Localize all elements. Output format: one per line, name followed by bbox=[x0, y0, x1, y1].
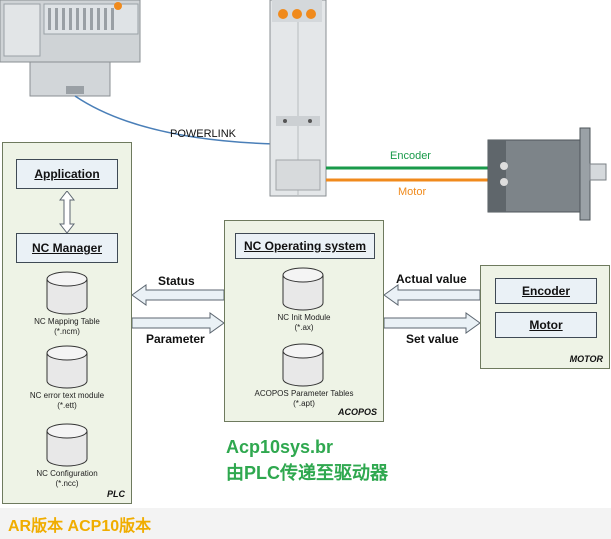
motor-box: Motor bbox=[495, 312, 597, 338]
database-icon bbox=[282, 267, 324, 311]
set-value-label: Set value bbox=[406, 332, 459, 346]
nc-operating-system-box: NC Operating system bbox=[235, 233, 375, 259]
set-value-arrow bbox=[383, 312, 481, 334]
database-icon bbox=[282, 343, 324, 387]
nc-error-text-caption: NC error text module(*.ett) bbox=[29, 391, 105, 410]
database-icon bbox=[46, 345, 88, 389]
acopos-panel: NC Operating system NC Init Module(*.ax)… bbox=[224, 220, 384, 422]
parameter-label: Parameter bbox=[146, 332, 205, 346]
acp10sys-note: Acp10sys.br 由PLC传递至驱动器 bbox=[226, 434, 388, 486]
motor-corner-label: MOTOR bbox=[569, 354, 603, 364]
bidirectional-arrow-icon bbox=[59, 191, 75, 233]
acopos-corner-label: ACOPOS bbox=[337, 407, 377, 417]
actual-value-arrow bbox=[383, 284, 481, 306]
acp10sys-filename: Acp10sys.br bbox=[226, 437, 334, 457]
database-icon bbox=[46, 271, 88, 315]
status-label: Status bbox=[158, 274, 195, 288]
encoder-box: Encoder bbox=[495, 278, 597, 304]
footer-version-text: AR版本 ACP10版本 bbox=[8, 518, 152, 535]
plc-hardware-icon bbox=[0, 0, 141, 97]
status-arrow bbox=[131, 284, 225, 306]
acopos-drive-icon bbox=[269, 0, 327, 197]
nc-configuration-caption: NC Configuration(*.ncc) bbox=[36, 469, 98, 488]
actual-value-label: Actual value bbox=[396, 272, 467, 286]
plc-panel: Application NC Manager NC Mapping Table(… bbox=[2, 142, 132, 504]
motor-wire-label: Motor bbox=[398, 186, 427, 198]
nc-manager-box: NC Manager bbox=[16, 233, 118, 263]
motor-panel: Encoder Motor MOTOR bbox=[480, 265, 610, 369]
nc-mapping-table-caption: NC Mapping Table(*.ncm) bbox=[34, 317, 100, 336]
footer-bar: AR版本 ACP10版本 bbox=[0, 508, 611, 539]
plc-corner-label: PLC bbox=[107, 489, 125, 499]
acp10sys-description: 由PLC传递至驱动器 bbox=[226, 463, 388, 483]
acopos-parameter-tables-caption: ACOPOS Parameter Tables(*.apt) bbox=[254, 389, 354, 408]
encoder-wire-label: Encoder bbox=[390, 150, 431, 162]
powerlink-label: POWERLINK bbox=[170, 128, 237, 140]
database-icon bbox=[46, 423, 88, 467]
nc-init-module-caption: NC Init Module(*.ax) bbox=[277, 313, 331, 332]
parameter-arrow bbox=[131, 312, 225, 334]
servo-motor-icon bbox=[487, 127, 607, 221]
application-box: Application bbox=[16, 159, 118, 189]
